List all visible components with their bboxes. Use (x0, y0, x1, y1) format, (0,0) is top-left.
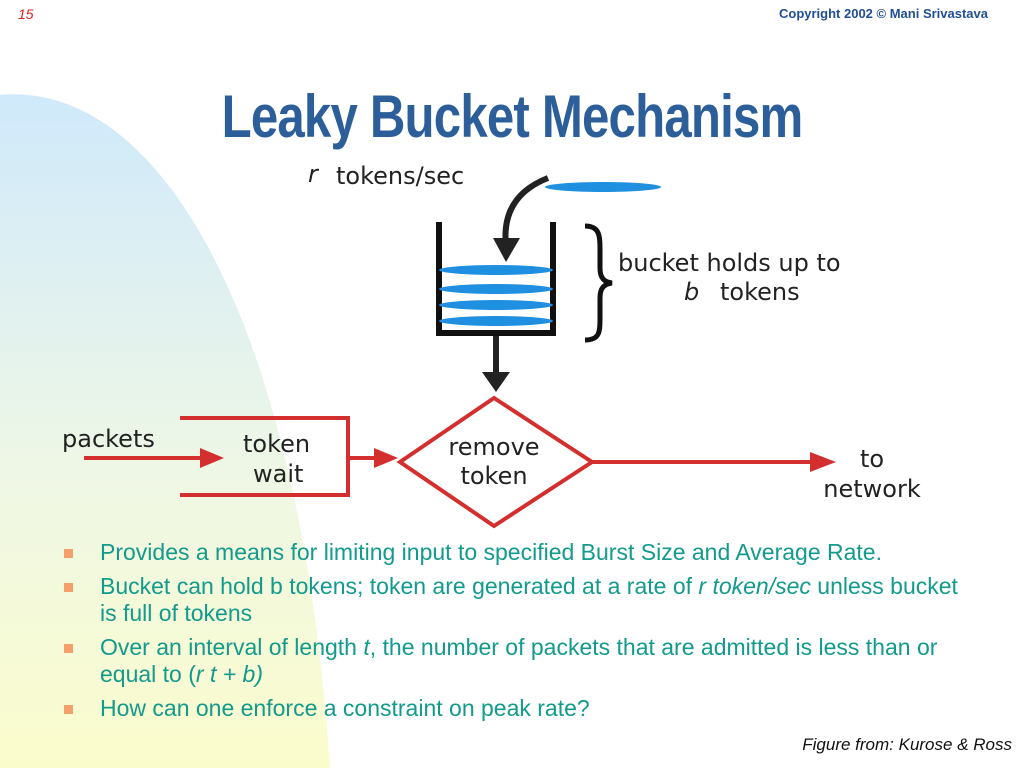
bucket-capacity-unit: tokens (720, 278, 800, 306)
bucket-capacity-symbol: b (684, 278, 699, 306)
to-network-label-line2: network (823, 475, 921, 503)
copyright-notice: Copyright 2002 © Mani Srivastava (779, 6, 988, 21)
token-wait-label-line2: wait (253, 460, 303, 488)
bullet-text: Bucket can hold b tokens; token are gene… (100, 573, 699, 599)
packets-label: packets (62, 425, 155, 453)
token-wait-label: token (243, 430, 310, 458)
slide-title: Leaky Bucket Mechanism (221, 83, 804, 150)
bucket-token (439, 284, 553, 294)
bucket-token (439, 300, 553, 310)
remove-token-label-line2: token (460, 462, 527, 490)
bullet-marker (64, 705, 73, 714)
bucket (436, 222, 556, 336)
bullet-item: Provides a means for limiting input to s… (62, 539, 962, 566)
bucket-capacity-label: bucket holds up to (618, 249, 841, 277)
bucket-token (439, 265, 553, 275)
bullet-text: , the number of packets that are admitte… (100, 634, 938, 687)
bullet-emphasis: r t + b) (195, 661, 264, 687)
bucket-capacity-brace (584, 223, 613, 343)
bullet-marker (64, 549, 73, 558)
remove-token-diamond (396, 395, 596, 529)
bullet-text: Over an interval of length (100, 634, 364, 660)
incoming-token (545, 182, 661, 192)
bullet-text: Provides a means for limiting input to s… (100, 539, 882, 565)
bullet-marker (64, 644, 73, 653)
token-inflow-arrowhead (493, 238, 520, 262)
packets-arrowhead (200, 448, 224, 468)
token-rate-symbol: r (308, 160, 320, 188)
bullet-text: unless bucket is full of tokens (100, 573, 958, 626)
token-inflow-arrow (502, 175, 550, 247)
bullet-item: Bucket can hold b tokens; token are gene… (62, 573, 962, 627)
token-outflow-arrowhead (482, 372, 510, 392)
to-network-arrowhead (810, 452, 836, 472)
bullet-emphasis: r token/sec (698, 573, 811, 599)
figure-credit: Figure from: Kurose & Ross (802, 735, 1012, 754)
to-network-label: to (860, 445, 884, 473)
bullet-item: Over an interval of length t, the number… (62, 634, 962, 688)
token-rate-label: tokens/sec (336, 162, 464, 190)
slide-number: 15 (18, 6, 34, 22)
bucket-token (439, 316, 553, 326)
remove-token-label: remove (448, 433, 539, 461)
bullet-list: Provides a means for limiting input to s… (62, 539, 962, 729)
bullet-emphasis: t (363, 634, 370, 660)
bullet-item: How can one enforce a constraint on peak… (62, 695, 962, 722)
queue-to-remove-arrowhead (374, 448, 398, 468)
bullet-text: How can one enforce a constraint on peak… (100, 695, 590, 721)
bullet-marker (64, 583, 73, 592)
